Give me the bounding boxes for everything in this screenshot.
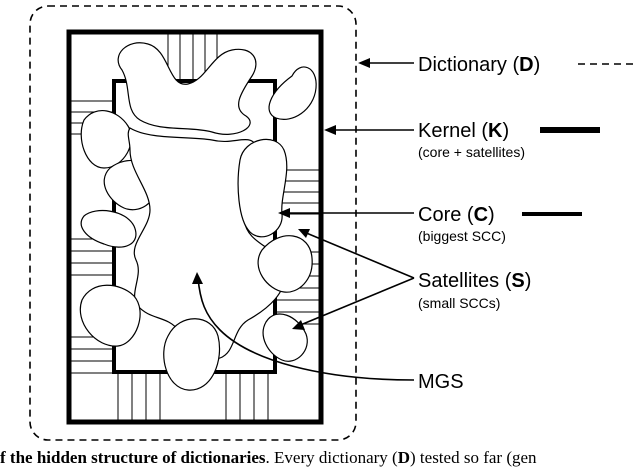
blob-top xyxy=(117,42,257,135)
blob-left-lower xyxy=(80,209,137,248)
caption-letter: D xyxy=(397,448,411,467)
satellites-leader-upper xyxy=(303,231,415,279)
mgs-leader xyxy=(197,277,415,381)
dictionary-boundary xyxy=(29,5,357,441)
blob-right-lower xyxy=(257,235,313,293)
satellites-arrowhead-upper xyxy=(298,229,310,238)
blob-right-upper xyxy=(237,138,288,238)
caption-bold-text: f the hidden structure of dictionaries xyxy=(0,448,266,467)
mgs-arrowhead xyxy=(192,272,203,284)
blob-bottom-mid xyxy=(163,318,221,391)
satellites-leader-lower xyxy=(297,277,415,327)
arrowheads xyxy=(192,58,370,330)
core-blobs xyxy=(79,42,317,391)
kernel-label: Kernel (K) xyxy=(418,120,509,142)
core-label: Core (C) xyxy=(418,204,495,226)
kernel-boundary xyxy=(66,29,324,425)
blob-top-right xyxy=(268,66,317,120)
blob-bottom-left xyxy=(79,284,141,347)
kernel-sublabel: (core + satellites) xyxy=(418,144,525,160)
satellites-label: Satellites (S) xyxy=(418,270,531,292)
blob-left-upper xyxy=(80,110,132,169)
satellites-arrowhead-lower xyxy=(292,320,305,330)
figure-caption: f the hidden structure of dictionaries. … xyxy=(0,446,640,469)
kernel-arrowhead xyxy=(324,125,336,135)
caption-text-2: ) tested so far (gen xyxy=(410,448,537,467)
core-arrowhead xyxy=(278,208,290,218)
satellites-sublabel: (small SCCs) xyxy=(418,295,500,311)
dictionary-label: Dictionary (D) xyxy=(418,54,540,76)
legend-samples xyxy=(522,63,636,216)
leader-lines xyxy=(197,62,415,381)
dictionary-arrowhead xyxy=(358,58,370,68)
caption-text-1: . Every dictionary ( xyxy=(265,448,398,467)
core-sublabel: (biggest SCC) xyxy=(418,228,506,244)
mgs-label: MGS xyxy=(418,371,464,393)
